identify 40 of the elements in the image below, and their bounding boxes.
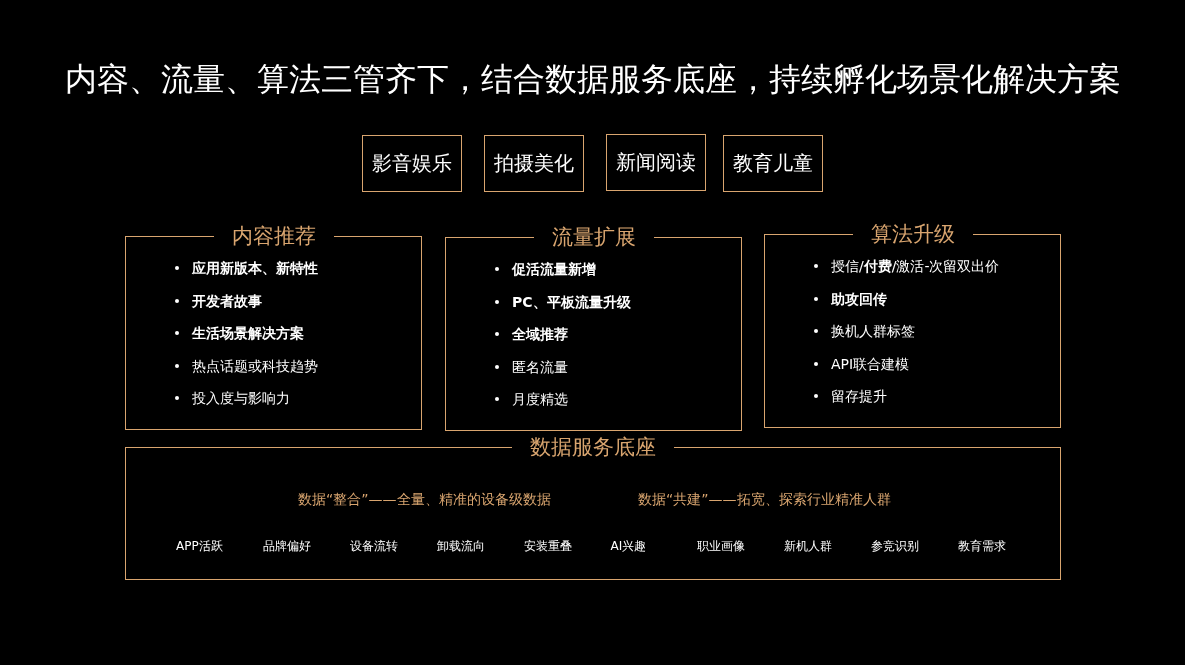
data-tag: 卸载流向 (436, 538, 485, 555)
bullet-item: PC、平板流量升级 (512, 292, 631, 311)
data-tag: 职业画像 (697, 538, 746, 555)
subheading: 数据“整合”——全量、精准的设备级数据 (298, 491, 551, 509)
data-tag: 教育需求 (958, 538, 1006, 555)
bullet-item: 匿名流量 (512, 357, 568, 376)
bullet-item: 全域推荐 (512, 325, 568, 343)
panel-heading: 流量扩展 (550, 224, 637, 251)
bullet-item: 热点话题或科技趋势 (192, 356, 318, 375)
category-box (484, 135, 584, 192)
data-tag: 安装重叠 (523, 538, 572, 555)
category-label: 教育儿童 (733, 150, 813, 177)
data-tag: 新机人群 (784, 538, 833, 555)
subheading: 数据“共建”——拓宽、探索行业精准人群 (638, 491, 891, 509)
category-box (723, 135, 823, 192)
category-box (362, 135, 462, 192)
bullet-item: 开发者故事 (192, 291, 262, 310)
bullet-item: API联合建模 (831, 354, 910, 373)
slide-title: 内容、流量、算法三管齐下，结合数据服务底座，持续孵化场景化解决方案 (63, 59, 1122, 100)
bullet-item: 生活场景解决方案 (192, 324, 304, 342)
data-tag: APP活跃 (176, 538, 223, 555)
data-tag: 设备流转 (349, 538, 398, 555)
data-tag: 品牌偏好 (262, 538, 311, 555)
bullet-item: 应用新版本、新特性 (192, 259, 318, 277)
panel-heading: 数据服务底座 (529, 434, 657, 461)
bullet-item: 月度精选 (512, 390, 568, 408)
bullet-item: 促活流量新增 (512, 260, 596, 278)
panel-heading: 内容推荐 (230, 223, 317, 250)
bullet-item: 换机人群标签 (831, 322, 915, 340)
panel-heading: 算法升级 (869, 221, 956, 248)
category-label: 影音娱乐 (372, 150, 452, 177)
bullet-item: 授信/付费/激活-次留双出价 (831, 257, 1000, 275)
data-tag: 参竞识别 (871, 538, 920, 555)
bullet-item: 留存提升 (831, 387, 887, 405)
bullet-item: 助攻回传 (831, 289, 887, 308)
data-tag: AI兴趣 (610, 538, 647, 555)
bullet-item: 投入度与影响力 (192, 389, 290, 407)
category-label: 新闻阅读 (616, 149, 696, 176)
category-box (606, 134, 706, 191)
category-label: 拍摄美化 (494, 150, 574, 177)
